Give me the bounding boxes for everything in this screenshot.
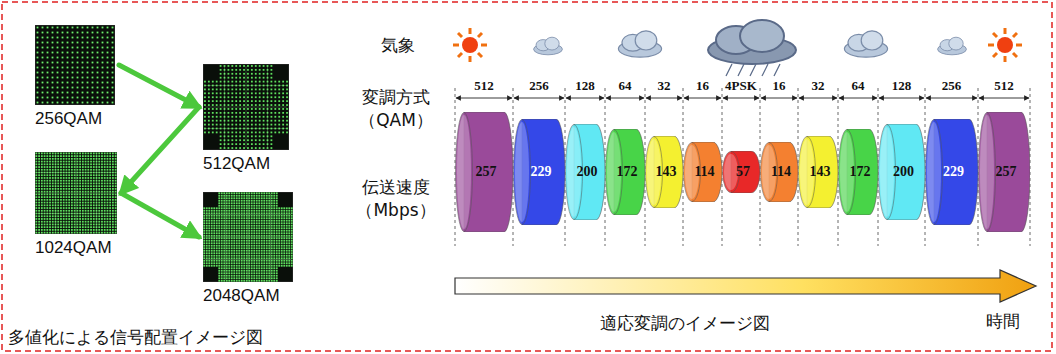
constellation-image: 1024QAM — [35, 152, 117, 234]
modulation-label: 256 — [529, 78, 549, 94]
connector-arrow — [121, 107, 199, 193]
modulation-label: 128 — [575, 78, 595, 94]
speed-value: 200 — [577, 164, 598, 180]
speed-cylinder: 229 — [925, 119, 978, 225]
speed-cylinder: 114 — [760, 142, 798, 202]
speed-cylinder: 143 — [798, 136, 838, 208]
constellation-image: 2048QAM — [203, 192, 293, 282]
constellation-label: 1024QAM — [35, 238, 112, 258]
speed-cylinder: 57 — [722, 151, 760, 193]
speed-cylinder: 172 — [838, 129, 878, 215]
row-heading: 変調方式 （QAM） — [354, 86, 438, 132]
speed-value: 172 — [617, 164, 638, 180]
speed-value: 172 — [850, 164, 871, 180]
speed-value: 257 — [476, 164, 497, 180]
speed-value: 114 — [694, 164, 714, 180]
speed-value: 229 — [531, 164, 552, 180]
modulation-label: 16 — [773, 78, 786, 94]
axis-label: 適応変調のイメージ図 — [600, 312, 770, 335]
constellation-label: 2048QAM — [203, 286, 280, 306]
speed-value: 143 — [810, 164, 831, 180]
speed-cylinder: 257 — [978, 112, 1030, 232]
speed-cylinder: 200 — [878, 124, 925, 220]
speed-cylinder: 229 — [513, 119, 565, 225]
constellation-plot — [203, 192, 293, 282]
speed-value: 57 — [736, 164, 750, 180]
speed-cylinder: 257 — [455, 112, 513, 232]
constellation-plot — [35, 25, 115, 105]
speed-value: 229 — [943, 164, 964, 180]
speed-cylinder: 172 — [605, 129, 645, 215]
caption: 多値化による信号配置イメージ図 — [8, 326, 263, 349]
modulation-label: 512 — [994, 78, 1014, 94]
speed-value: 114 — [771, 164, 791, 180]
connector-arrow — [119, 65, 199, 107]
constellation-plot — [35, 152, 117, 234]
modulation-label: 32 — [658, 78, 671, 94]
axis-label: 時間 — [986, 310, 1020, 333]
modulation-label: 4PSK — [725, 78, 757, 94]
speed-cylinder: 200 — [565, 124, 605, 220]
speed-cylinder: 114 — [683, 142, 722, 202]
modulation-label: 64 — [619, 78, 632, 94]
modulation-label: 32 — [812, 78, 825, 94]
constellation-label: 512QAM — [203, 154, 270, 174]
speed-cylinder: 143 — [645, 136, 683, 208]
speed-value: 200 — [893, 164, 914, 180]
modulation-label: 128 — [892, 78, 912, 94]
modulation-label: 16 — [696, 78, 709, 94]
modulation-label: 256 — [942, 78, 962, 94]
row-heading: 伝送速度 （Mbps） — [351, 176, 441, 222]
speed-value: 143 — [656, 164, 677, 180]
constellation-image: 512QAM — [203, 64, 289, 150]
constellation-image: 256QAM — [35, 25, 115, 105]
speed-value: 257 — [996, 164, 1017, 180]
constellation-plot — [203, 64, 289, 150]
constellation-label: 256QAM — [35, 109, 102, 129]
modulation-label: 512 — [474, 78, 494, 94]
row-heading: 気象 — [381, 34, 415, 57]
modulation-label: 64 — [852, 78, 865, 94]
connector-arrow — [121, 193, 199, 237]
